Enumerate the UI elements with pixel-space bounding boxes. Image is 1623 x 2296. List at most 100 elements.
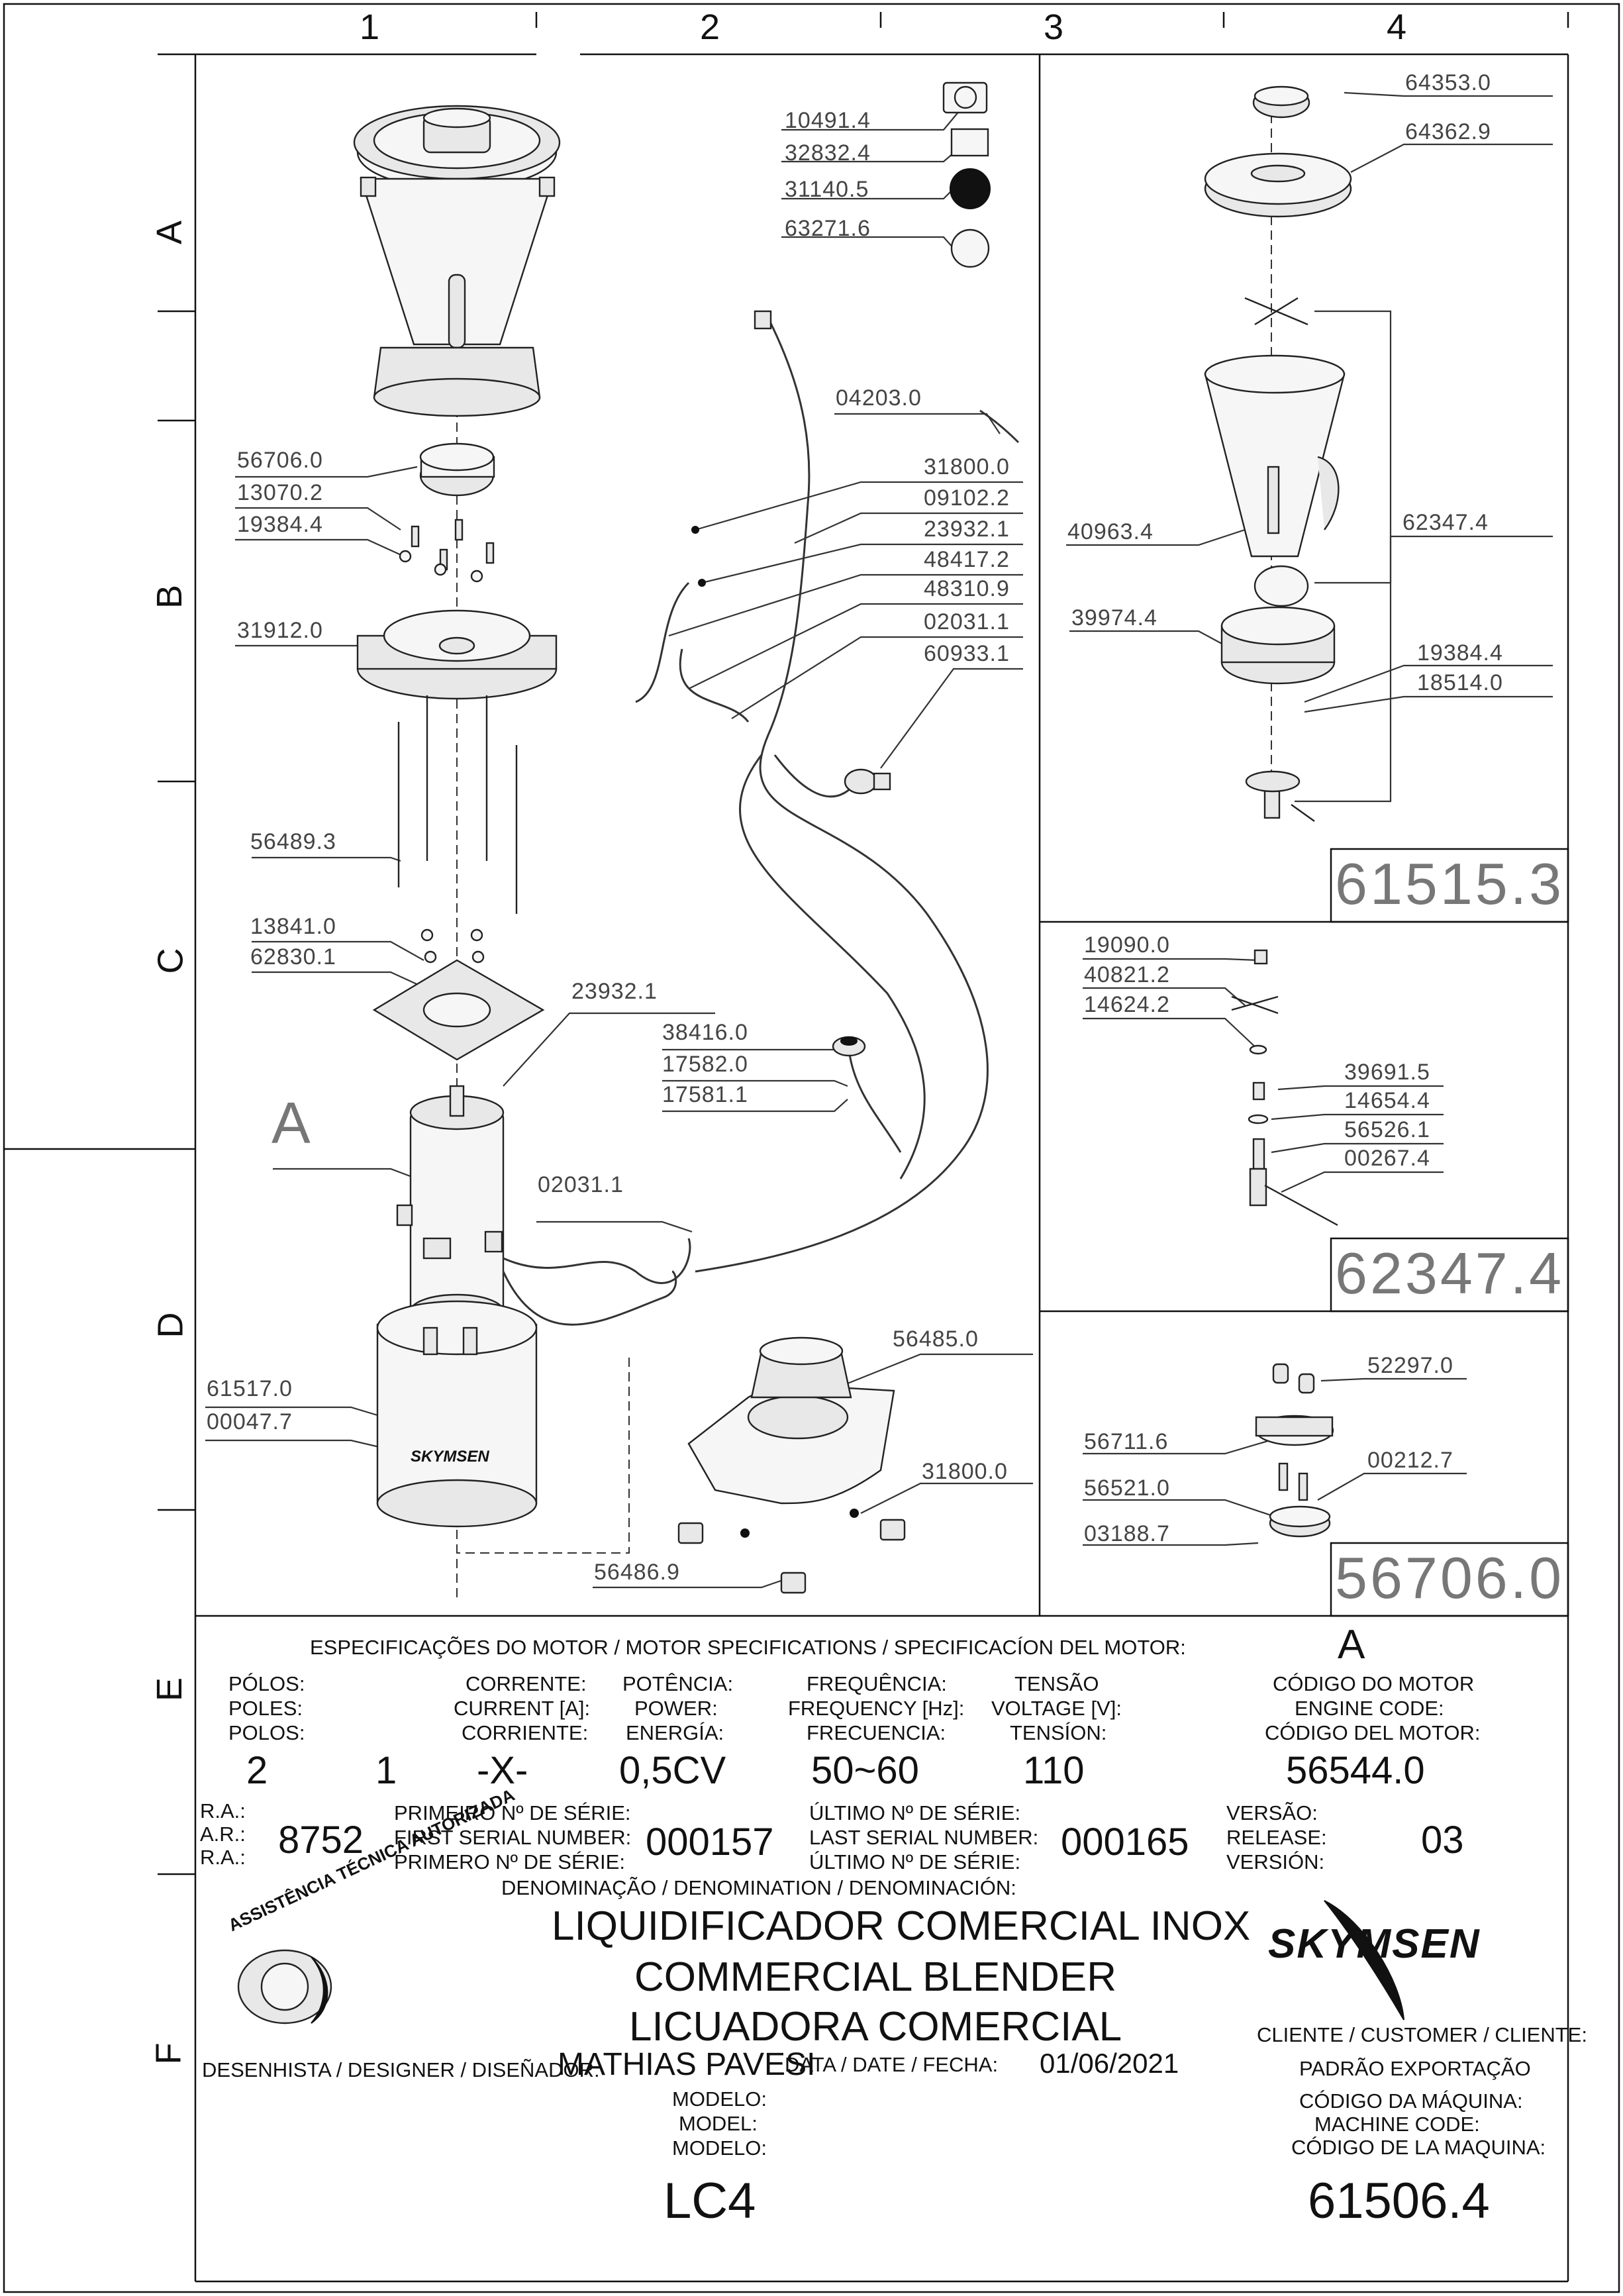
coupling-detail-view bbox=[1255, 1363, 1334, 1538]
part-label: 64362.9 bbox=[1405, 119, 1491, 144]
frequency-label: FRECUENCIA: bbox=[807, 1721, 946, 1744]
current-label: CORRENTE: bbox=[466, 1672, 587, 1695]
part-label: 03188.7 bbox=[1084, 1521, 1170, 1546]
base-dash-link bbox=[457, 1358, 630, 1554]
coupling bbox=[419, 442, 495, 497]
row-heading-b: B bbox=[150, 584, 190, 609]
ra-label: R.A.: bbox=[200, 1799, 246, 1822]
client-label: CLIENTE / CUSTOMER / CLIENTE: bbox=[1257, 2023, 1587, 2046]
voltage-label: VOLTAGE [V]: bbox=[991, 1697, 1122, 1720]
leader-lines bbox=[205, 91, 1553, 1589]
column-heading-3: 3 bbox=[1044, 7, 1064, 47]
part-label: 38416.0 bbox=[662, 1020, 748, 1045]
part-label: 39691.5 bbox=[1344, 1060, 1430, 1085]
part-label: 40821.2 bbox=[1084, 962, 1170, 987]
last-serial-label: ÚLTIMO Nº DE SÉRIE: bbox=[809, 1850, 1021, 1873]
frequency-label: FREQUENCY [Hz]: bbox=[788, 1697, 965, 1720]
part-label: 40963.4 bbox=[1067, 519, 1154, 544]
client-value: PADRÃO EXPORTAÇÃO bbox=[1299, 2057, 1531, 2080]
part-label: 56706.0 bbox=[237, 448, 323, 473]
part-label: 19384.4 bbox=[1417, 640, 1503, 666]
brand-logo: SKYMSEN bbox=[1268, 1921, 1481, 1967]
base-shell bbox=[376, 1300, 538, 1528]
jar-exploded-right bbox=[1204, 85, 1352, 822]
first-serial-value: 000157 bbox=[646, 1821, 774, 1864]
part-label: 13841.0 bbox=[250, 914, 336, 939]
current-label: CURRENT [A]: bbox=[454, 1697, 591, 1720]
row-heading-e: E bbox=[150, 1677, 190, 1702]
jar-assembly bbox=[353, 105, 561, 417]
voltage-label: TENSÍON: bbox=[1010, 1721, 1107, 1744]
part-label: 23932.1 bbox=[924, 517, 1010, 542]
part-label: 13070.2 bbox=[237, 480, 323, 505]
engine-code-value: 56544.0 bbox=[1286, 1749, 1425, 1792]
blade-assembly-view bbox=[1231, 949, 1338, 1226]
model-label: MODELO: bbox=[672, 2136, 767, 2160]
model-label: MODEL: bbox=[679, 2112, 758, 2135]
subassembly-reference: 61515.3 bbox=[1335, 851, 1565, 917]
part-label: 00267.4 bbox=[1344, 1146, 1430, 1171]
designer-label: DESENHISTA / DESIGNER / DISEÑADOR: bbox=[202, 2058, 600, 2081]
release-value: 03 bbox=[1421, 1819, 1464, 1862]
machine-code-label: CÓDIGO DA MÁQUINA: bbox=[1299, 2089, 1523, 2113]
part-label: 31912.0 bbox=[237, 618, 323, 643]
current-label: CORRIENTE: bbox=[462, 1721, 589, 1744]
part-label: 02031.1 bbox=[924, 609, 1010, 634]
machine-code-label: CÓDIGO DE LA MAQUINA: bbox=[1291, 2136, 1546, 2159]
voltage-label: TENSÃO bbox=[1014, 1672, 1099, 1695]
date-value: 01/06/2021 bbox=[1040, 2048, 1179, 2079]
part-label: 23932.1 bbox=[571, 979, 658, 1004]
part-label: 56711.6 bbox=[1084, 1429, 1169, 1454]
part-label: 18514.0 bbox=[1417, 670, 1503, 695]
part-label: 31800.0 bbox=[924, 454, 1010, 479]
motor-plate bbox=[372, 928, 545, 1061]
denomination-en: COMMERCIAL BLENDER bbox=[634, 1954, 1117, 2000]
part-label: 14654.4 bbox=[1344, 1088, 1430, 1113]
subassembly-reference: 56706.0 bbox=[1335, 1545, 1565, 1611]
sheet-frame bbox=[3, 3, 1620, 2293]
column-heading-2: 2 bbox=[700, 7, 720, 47]
part-label: 56521.0 bbox=[1084, 1475, 1170, 1501]
part-label: 48310.9 bbox=[924, 576, 1010, 601]
row-heading-f: F bbox=[148, 2042, 189, 2065]
engine-code-label: CÓDIGO DO MOTOR bbox=[1273, 1672, 1475, 1695]
small-parts bbox=[942, 81, 991, 268]
release-label: VERSIÓN: bbox=[1226, 1850, 1325, 1873]
engine-code-label: CÓDIGO DEL MOTOR: bbox=[1265, 1721, 1481, 1744]
voltage-value: 110 bbox=[1023, 1749, 1085, 1792]
part-label: 39974.4 bbox=[1071, 605, 1157, 630]
part-label: 56485.0 bbox=[893, 1326, 979, 1352]
part-label: 31140.5 bbox=[785, 177, 869, 202]
power-label: POTÊNCIA: bbox=[622, 1672, 734, 1695]
part-label: 00212.7 bbox=[1367, 1448, 1453, 1473]
part-label: 61517.0 bbox=[207, 1376, 293, 1401]
column-heading-1: 1 bbox=[360, 7, 380, 47]
motor-reference: A bbox=[271, 1090, 313, 1156]
wiring bbox=[502, 310, 1020, 1326]
date-label: DATA / DATE / FECHA: bbox=[785, 2053, 999, 2076]
part-label: 64353.0 bbox=[1405, 70, 1491, 95]
part-label: 09102.2 bbox=[924, 485, 1010, 511]
column-heading-4: 4 bbox=[1387, 7, 1407, 47]
part-label: 14624.2 bbox=[1084, 992, 1170, 1017]
row-heading-a: A bbox=[150, 220, 190, 245]
seal-graphic bbox=[237, 1949, 332, 2024]
power-label: POWER: bbox=[634, 1697, 718, 1720]
part-label: 00047.7 bbox=[207, 1409, 293, 1434]
subassembly-reference: 62347.4 bbox=[1335, 1240, 1565, 1306]
ra-label: R.A.: bbox=[200, 1846, 246, 1869]
part-label: 32832.4 bbox=[785, 140, 871, 166]
part-label: 56486.9 bbox=[594, 1560, 680, 1585]
machine-code-value: 61506.4 bbox=[1308, 2173, 1490, 2229]
part-label: 02031.1 bbox=[538, 1172, 624, 1197]
power-label: ENERGÍA: bbox=[626, 1721, 724, 1744]
model-label: MODELO: bbox=[672, 2087, 767, 2111]
release-label: RELEASE: bbox=[1226, 1826, 1327, 1849]
part-label: 17581.1 bbox=[662, 1082, 748, 1107]
part-label: 31800.0 bbox=[922, 1459, 1008, 1484]
part-label: 60933.1 bbox=[924, 641, 1010, 666]
poles-label: POLOS: bbox=[228, 1721, 305, 1744]
last-serial-label: ÚLTIMO Nº DE SÉRIE: bbox=[809, 1801, 1021, 1824]
tie-rods bbox=[397, 695, 518, 914]
base-brand-decal: SKYMSEN bbox=[411, 1448, 489, 1466]
